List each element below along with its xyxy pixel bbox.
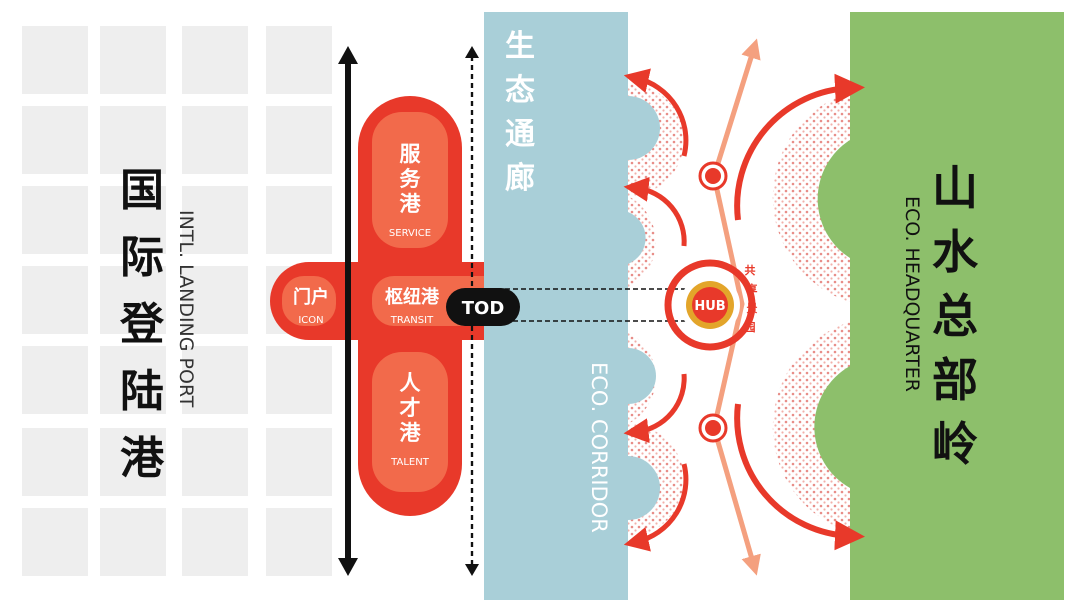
tod-badge [446, 288, 520, 326]
tod-hub-connector [505, 288, 710, 322]
headquarter-title-en: ECO. HEADQUARTER [901, 196, 923, 392]
grid-cell [22, 186, 88, 254]
tod-label: TOD [462, 298, 505, 319]
grid-cell [266, 428, 332, 496]
grid-cell [266, 106, 332, 174]
landing-port-grid [22, 26, 332, 576]
landing-port-char: 际 [120, 232, 164, 283]
grid-cell [22, 26, 88, 94]
grid-cell [22, 346, 88, 414]
headquarter-char: 山 [932, 161, 978, 215]
headquarter-char: 总 [932, 289, 978, 343]
landing-port-char: 陆 [120, 366, 164, 417]
grid-cell [100, 508, 166, 576]
shared-garden-char: 享 [747, 282, 758, 296]
grid-cell [100, 428, 166, 496]
grid-cell [100, 26, 166, 94]
landing-port-char: 登 [119, 299, 165, 350]
grid-cell [266, 186, 332, 254]
shared-garden-char: 园 [745, 321, 756, 334]
talent-port-char: 才 [400, 396, 421, 420]
grid-cell [182, 428, 248, 496]
grid-cell [22, 428, 88, 496]
grid-cell [266, 508, 332, 576]
grid-cell [100, 186, 166, 254]
small-dotted-domes [623, 68, 689, 552]
shared-garden-axis [711, 38, 761, 576]
hub-node [664, 259, 756, 351]
service-port-char: 港 [400, 192, 422, 216]
grid-cell [182, 106, 248, 174]
icon-arm-cn: 门户 [293, 286, 329, 308]
grid-cell [22, 266, 88, 334]
shared-garden-char: 景 [746, 302, 758, 315]
headquarter-char: 部 [932, 353, 978, 407]
grid-cell [182, 266, 248, 334]
icon-arm-pill [282, 276, 336, 326]
grid-cell [22, 508, 88, 576]
grid-cell [266, 26, 332, 94]
large-dotted-domes [734, 73, 865, 551]
landing-port-char: 港 [120, 433, 165, 484]
axis-node-top [698, 161, 728, 191]
grid-cell [266, 346, 332, 414]
hub-cross [270, 96, 568, 516]
grid-cell [100, 106, 166, 174]
transit-en: TRANSIT [390, 315, 434, 326]
service-port-en: SERVICE [389, 228, 431, 239]
eco-corridor-char: 生 [505, 29, 535, 64]
headquarter-title-cn: 山 水 总 部 岭 [932, 161, 979, 471]
headquarter-zone [850, 12, 1064, 600]
transit-cn: 枢纽港 [385, 286, 440, 308]
talent-port-en: TALENT [390, 457, 430, 468]
eco-corridor-char: 通 [505, 117, 535, 152]
grid-cell [100, 346, 166, 414]
hub-label: HUB [694, 299, 725, 314]
eco-corridor-char: 态 [505, 73, 535, 108]
shared-garden-char: 共 [745, 263, 756, 277]
eco-corridor-char: 廊 [505, 161, 535, 196]
talent-port-pill [372, 352, 448, 492]
talent-port-char: 港 [400, 421, 422, 445]
service-port-char: 服 [400, 142, 422, 166]
service-port-char: 务 [400, 167, 422, 191]
shared-garden-text: 共 享 景 园 [745, 263, 758, 334]
eco-corridor-title-cn: 生 态 通 廊 [505, 29, 535, 196]
grid-cell [22, 106, 88, 174]
landing-port-title-en: INTL. LANDING PORT [175, 210, 197, 408]
landing-port-char: 国 [120, 165, 164, 216]
landing-port-title-cn: 国 际 登 陆 港 [119, 165, 165, 484]
grid-cell [182, 508, 248, 576]
service-port-pill [372, 112, 448, 248]
axis-node-bottom [698, 413, 728, 443]
icon-arm-en: ICON [298, 315, 323, 326]
grid-cell [182, 346, 248, 414]
grid-cell [100, 266, 166, 334]
grid-cell [182, 26, 248, 94]
talent-port-char: 人 [400, 371, 421, 395]
grid-cell [182, 186, 248, 254]
eco-corridor-title-en: ECO. CORRIDOR [587, 362, 611, 533]
headquarter-char: 水 [932, 225, 979, 279]
headquarter-char: 岭 [932, 417, 978, 471]
